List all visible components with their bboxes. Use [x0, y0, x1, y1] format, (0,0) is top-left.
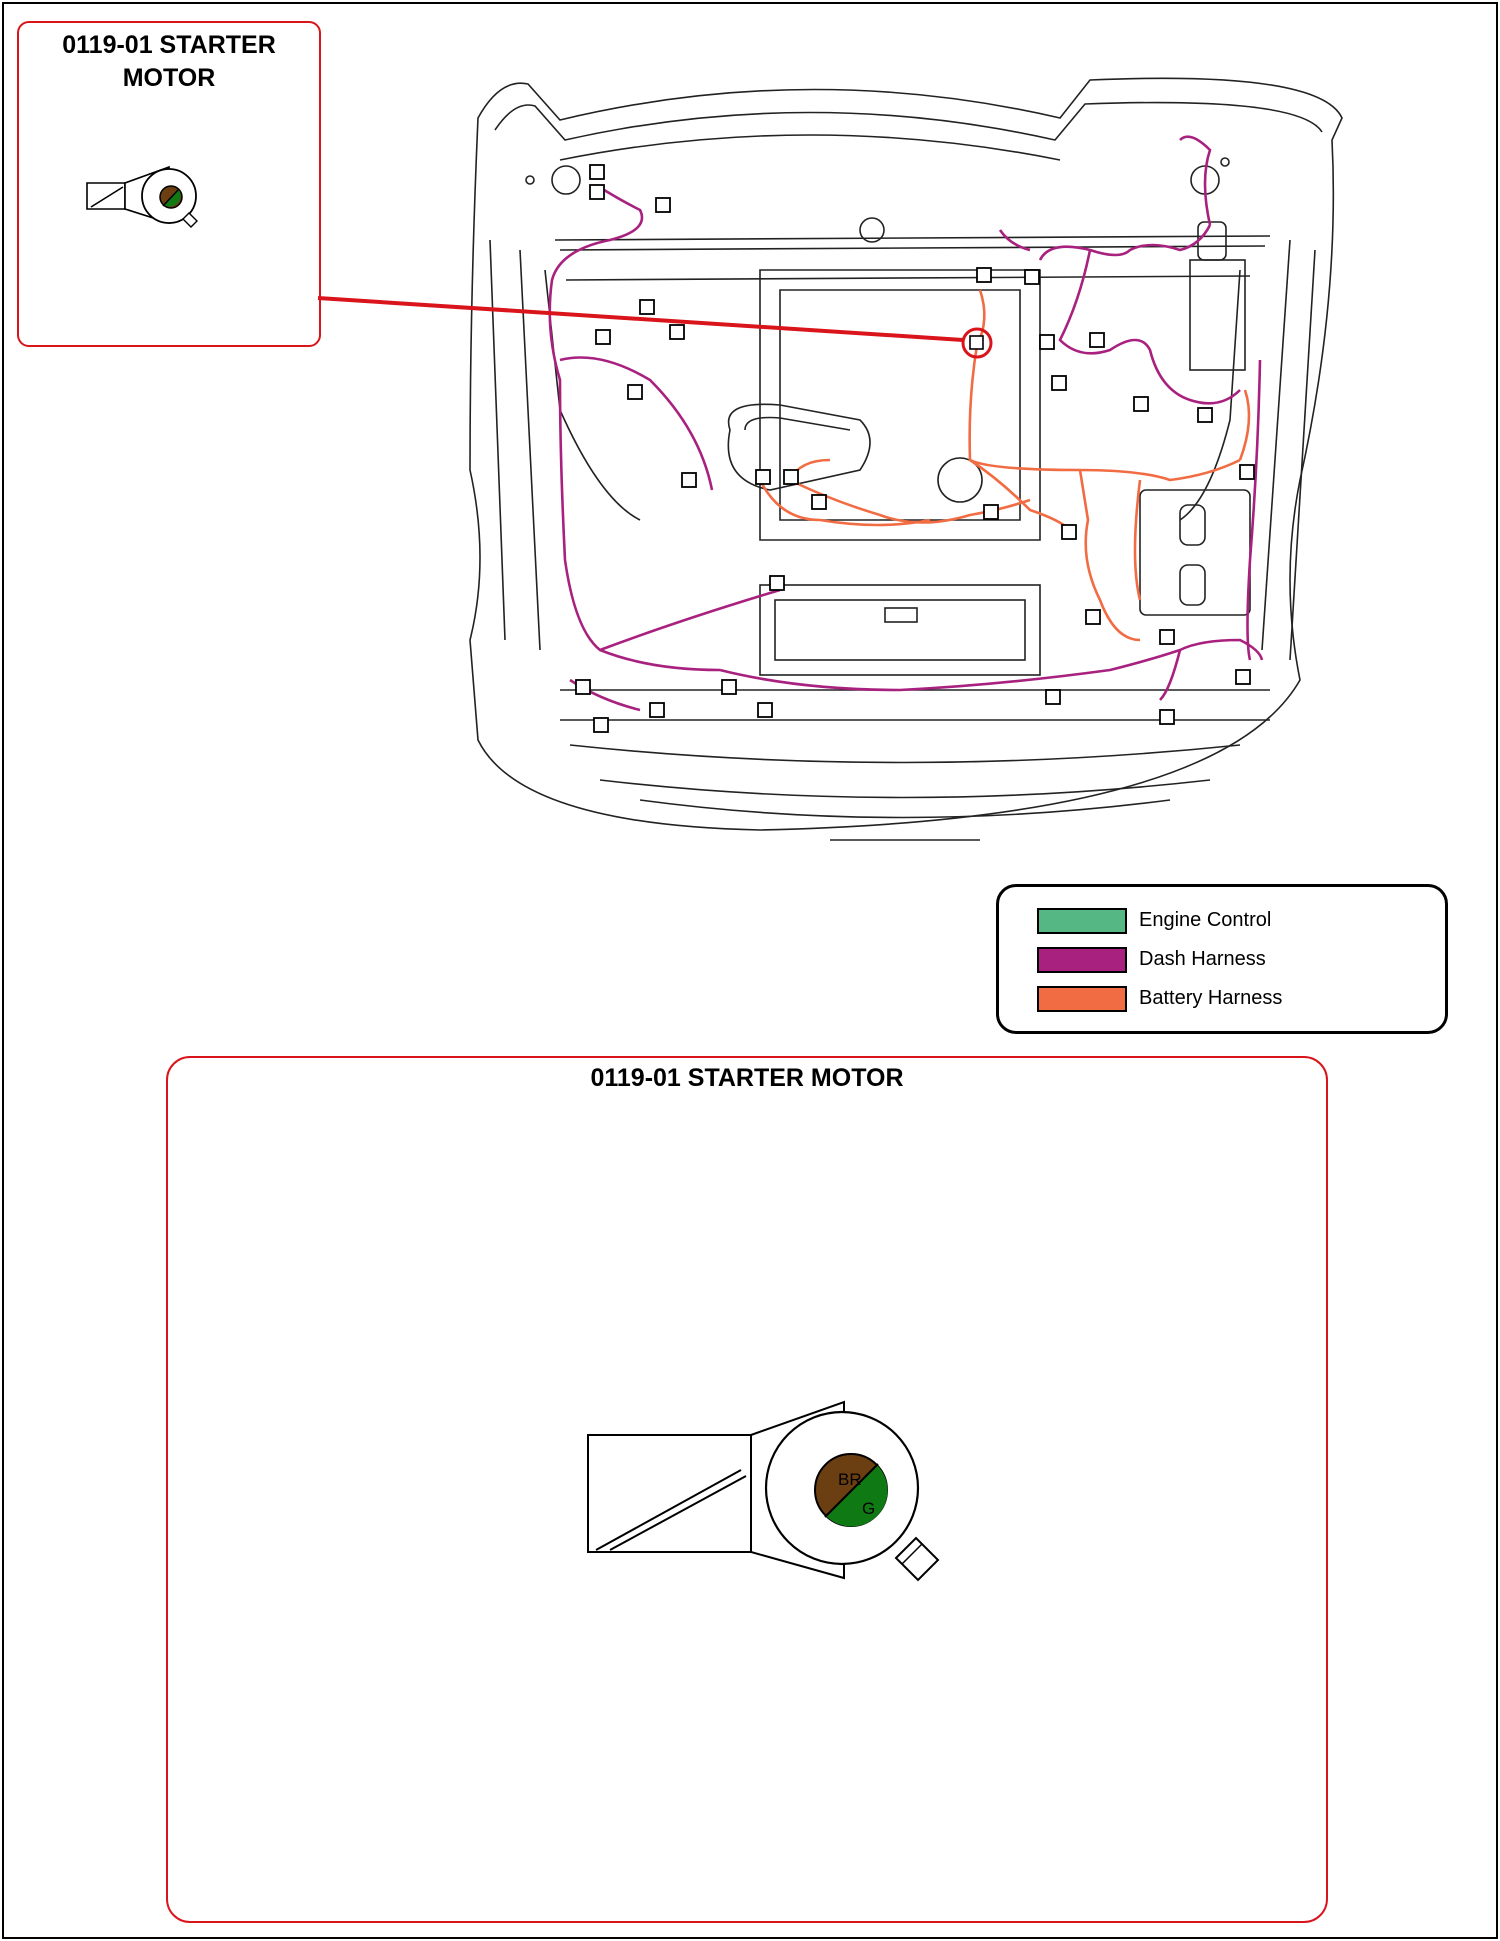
legend-label: Battery Harness — [1139, 987, 1283, 1009]
connector-callout-box: 0119-01 STARTER MOTOR — [17, 21, 321, 347]
connector-face-diagram: BR G — [587, 1400, 940, 1582]
legend-swatch-battery-harness — [1037, 986, 1127, 1012]
detail-title: 0119-01 STARTER MOTOR — [590, 1064, 904, 1092]
engine-bay-diagram — [317, 77, 1343, 841]
pin-g — [826, 1465, 888, 1527]
connector-thumbnail-icon — [86, 165, 198, 228]
legend-label: Dash Harness — [1139, 948, 1266, 970]
connector-detail-box: 0119-01 STARTER MOTOR BR G — [166, 1056, 1328, 1923]
legend-swatch-engine-control — [1037, 908, 1127, 934]
callout-title: 0119-01 STARTER MOTOR — [62, 31, 276, 92]
pin-label-br: BR — [838, 1470, 862, 1489]
pin-label-g: G — [862, 1499, 875, 1518]
legend-label: Engine Control — [1139, 909, 1272, 931]
harness-legend: Engine Control Dash Harness Battery Harn… — [996, 884, 1448, 1034]
legend-swatch-dash-harness — [1037, 947, 1127, 973]
